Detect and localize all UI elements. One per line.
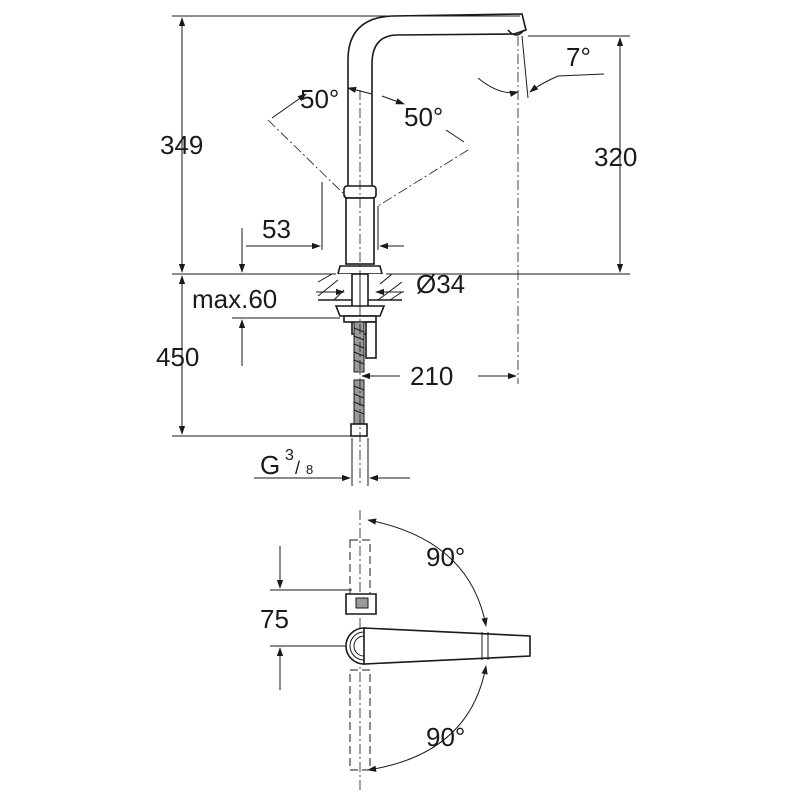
rotation-front-label: 90°	[426, 722, 465, 752]
base-width-label: 53	[262, 214, 291, 244]
max-deck-thickness-label: max.60	[192, 284, 277, 314]
dimension-lines	[172, 15, 630, 486]
faucet-side-view	[267, 13, 527, 486]
svg-text:G: G	[260, 450, 280, 480]
rotation-back-label: 90°	[426, 542, 465, 572]
lever-offset-label: 75	[260, 604, 289, 634]
mount-hole-label: Ø34	[416, 269, 465, 299]
hose-length-label: 450	[156, 342, 199, 372]
total-height-label: 349	[160, 130, 203, 160]
spout-tilt-label: 7°	[566, 42, 591, 72]
dimension-labels: 349 320 50° 50° 7° 53 Ø34 max.60 450 210…	[156, 42, 637, 752]
connection-thread-label: G 3 / 8	[260, 447, 313, 480]
top-view-dimension-lines	[270, 518, 488, 772]
swivel-left-label: 50°	[300, 84, 339, 114]
swivel-right-label: 50°	[404, 102, 443, 132]
svg-text:8: 8	[306, 462, 313, 477]
connector-shank	[365, 321, 377, 359]
svg-text:/: /	[295, 458, 300, 478]
spout-outlet	[507, 29, 525, 36]
spout-arm-top	[363, 627, 531, 665]
flexible-hose	[350, 321, 368, 437]
faucet-top-view	[345, 510, 531, 790]
spout-height-label: 320	[594, 142, 637, 172]
svg-text:3: 3	[285, 447, 294, 464]
spout-reach-label: 210	[410, 361, 453, 391]
hose-end-fitting	[350, 423, 368, 437]
spout-tube	[347, 13, 527, 189]
